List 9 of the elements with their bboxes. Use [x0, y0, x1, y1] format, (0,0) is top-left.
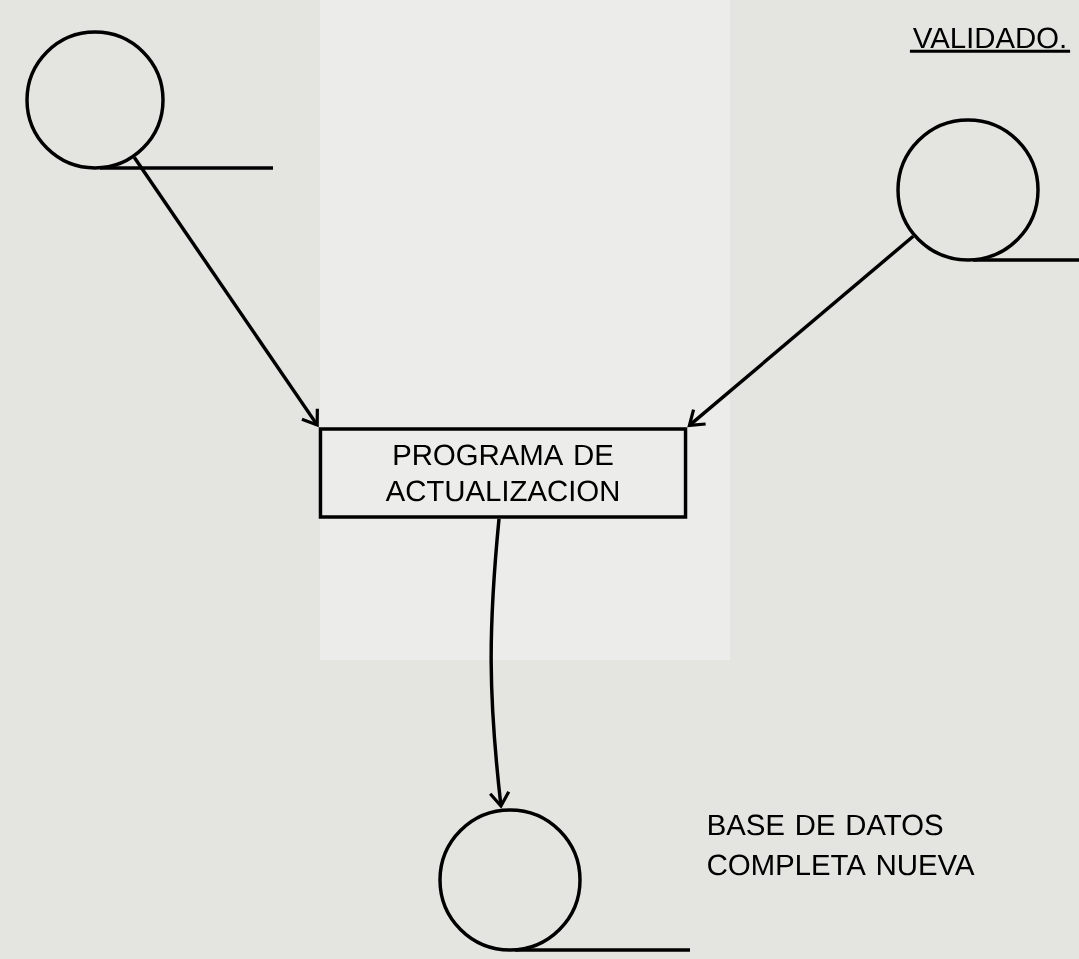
beside-label: BASE DE DATOS COMPLETA NUEVA	[708, 814, 975, 876]
storage-circle	[896, 118, 1079, 262]
arrow	[132, 156, 319, 428]
storage-circle	[438, 808, 690, 952]
beside-label: VALIDADO.	[912, 27, 1065, 49]
arrow	[687, 234, 915, 428]
arrow	[489, 518, 511, 809]
storage-circle	[25, 30, 273, 170]
process-box: PROGRAMA DE ACTUALIZACION	[318, 427, 688, 519]
